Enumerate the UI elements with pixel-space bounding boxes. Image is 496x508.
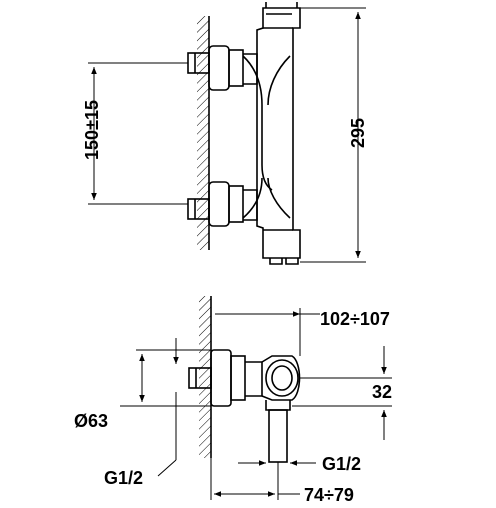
depth-dimension bbox=[215, 308, 320, 356]
front-view bbox=[88, 2, 366, 265]
depth-label: 102÷107 bbox=[320, 309, 390, 329]
front-wall-hatch bbox=[197, 16, 209, 250]
inlet-thread-dimension bbox=[157, 338, 179, 477]
height-label: 295 bbox=[348, 118, 368, 148]
inlet-spacing-dimension bbox=[88, 62, 188, 205]
offset-dimension bbox=[292, 346, 392, 440]
inlet-thread-label: G1/2 bbox=[104, 468, 143, 488]
offset-label: 32 bbox=[372, 382, 392, 402]
wall-distance-label: 74÷79 bbox=[304, 485, 354, 505]
diameter-label: Ø63 bbox=[74, 411, 108, 431]
height-dimension bbox=[300, 7, 366, 263]
diameter-dimension bbox=[120, 349, 211, 407]
wall-distance-dimension bbox=[210, 458, 300, 500]
lower-inlet bbox=[187, 177, 291, 227]
mixer-body bbox=[256, 2, 301, 265]
side-view bbox=[120, 296, 392, 500]
side-body bbox=[188, 349, 301, 463]
inlet-spacing-label: 150±15 bbox=[82, 100, 102, 160]
side-wall-hatch bbox=[199, 296, 211, 458]
outlet-thread-label: G1/2 bbox=[322, 454, 361, 474]
upper-inlet bbox=[187, 45, 291, 191]
